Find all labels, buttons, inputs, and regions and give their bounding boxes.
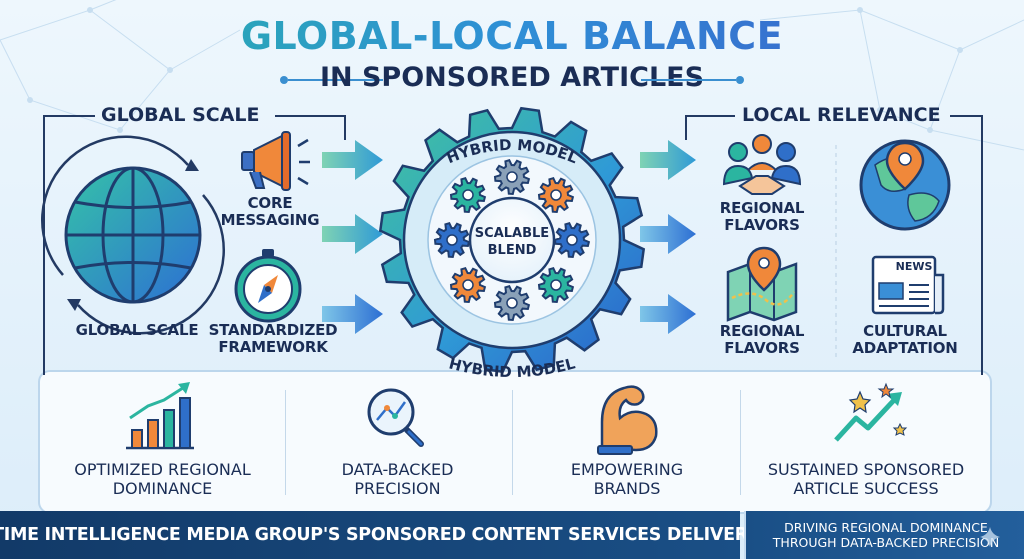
right-arrows [640, 140, 696, 334]
outcome-divider [740, 390, 741, 495]
title-left-dot [280, 76, 288, 84]
title-right-rule [641, 79, 736, 81]
core-messaging-label: CORE MESSAGING [220, 194, 320, 229]
small-gear-hub [462, 279, 474, 291]
trend-stars-icon [834, 382, 908, 442]
small-gear-hub [506, 297, 518, 309]
title-left-rule [288, 79, 383, 81]
regional-flavors-label-2: REGIONAL FLAVORS [719, 322, 805, 357]
globe-label: GLOBAL SCALE [75, 321, 199, 339]
small-gear-hub [550, 279, 562, 291]
small-gear-hub [446, 234, 458, 246]
compass-icon [234, 249, 302, 323]
footer-tagline: DRIVING REGIONAL DOMINANCE THROUGH DATA-… [744, 511, 1024, 559]
outcome-divider [512, 390, 513, 495]
page-title: GLOBAL-LOCAL BALANCE [0, 14, 1024, 58]
small-gear-hub [506, 171, 518, 183]
outcome-divider [285, 390, 286, 495]
left-arrows [322, 140, 383, 334]
regional-flavors-label-1: REGIONAL FLAVORS [719, 199, 805, 234]
title-right-dot [736, 76, 744, 84]
sparkle-icon [980, 527, 1000, 547]
standardized-framework-label: STANDARDIZED FRAMEWORK [208, 321, 338, 356]
outcomes-panel [38, 370, 992, 514]
small-gear-hub [462, 189, 474, 201]
cultural-adaptation-label: CULTURAL ADAPTATION [852, 322, 958, 357]
hybrid-model-top-label: HYBRID MODEL [444, 136, 581, 168]
magnifier-analytics-icon [367, 388, 424, 447]
footer-banner: TIME INTELLIGENCE MEDIA GROUP'S SPONSORE… [0, 511, 748, 559]
handshake-team-icon [722, 134, 802, 195]
growth-bar-chart-icon [126, 382, 194, 450]
megaphone-icon [241, 131, 310, 191]
newspaper-icon-text: NEWS [896, 260, 933, 273]
core-line-1: SCALABLE [475, 226, 549, 241]
small-gear-hub [566, 234, 578, 246]
newspaper-icon [871, 255, 945, 315]
core-line-2: BLEND [488, 243, 537, 258]
right-bracket [685, 115, 735, 140]
flexed-arm-icon [597, 385, 658, 455]
small-gear-hub [550, 189, 562, 201]
map-pin-icon [726, 246, 798, 322]
global-scale-heading: GLOBAL SCALE [101, 104, 260, 126]
world-map-pin-icon [859, 139, 951, 231]
local-relevance-heading: LOCAL RELEVANCE [742, 104, 941, 126]
page-subtitle: IN SPONSORED ARTICLES [319, 62, 705, 93]
globe-icon [40, 135, 226, 335]
left-bracket [43, 115, 95, 375]
hybrid-model-bottom-label: HYBRID MODEL [447, 354, 577, 381]
